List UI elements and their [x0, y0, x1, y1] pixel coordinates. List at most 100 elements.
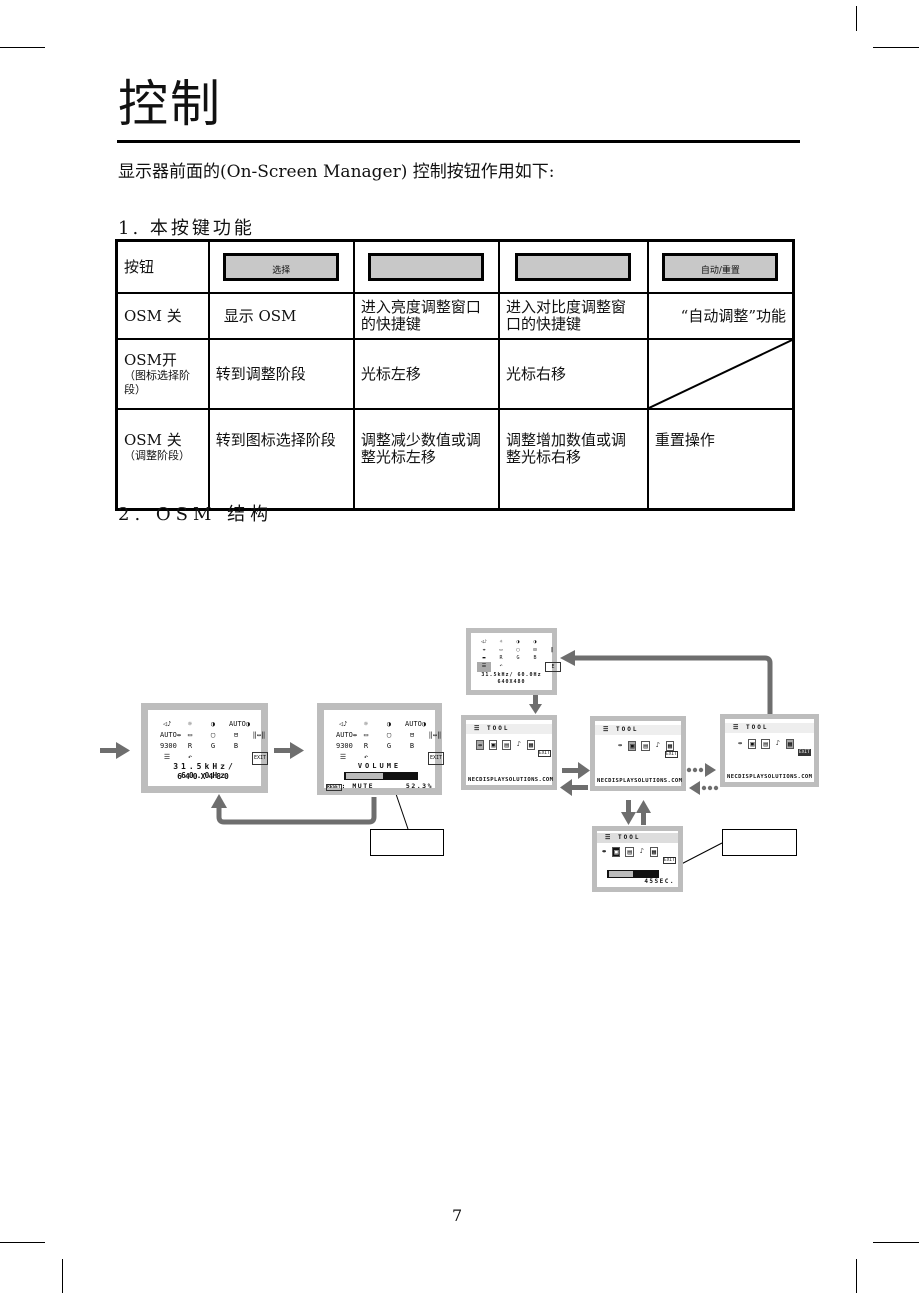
tool-title: TOOL: [616, 726, 639, 733]
tool-icon: ☰: [733, 724, 746, 731]
osm-timer-bar[interactable]: [607, 870, 659, 878]
crop-mark: [873, 47, 919, 48]
color-preset-icon: 9300: [336, 742, 353, 750]
tool-icon-row: ⇹▣▤♪▦: [476, 740, 536, 750]
table-cell: 光标右移: [497, 338, 649, 410]
button-auto-reset: 自动/重置: [662, 253, 779, 281]
callout-leader-1: [395, 793, 409, 830]
button-left: [368, 253, 485, 281]
table-cell: 进入亮度调整窗口的快捷键: [352, 292, 500, 340]
contrast-icon: ◑: [210, 720, 216, 728]
osm-timer-icon: ▣: [489, 740, 498, 750]
arrow-tool2-to-tool3-head: [705, 763, 716, 777]
callout-box-1: [370, 829, 444, 856]
color-preset-icon: 9300: [160, 742, 177, 750]
arrow-entry-head: [116, 742, 130, 759]
factory-preset-icon: ↶: [187, 753, 193, 761]
tool-icon: ☰: [474, 725, 487, 732]
fine-icon: ‖↔‖: [252, 731, 266, 739]
table-cell: “自动调整”功能: [646, 292, 795, 340]
row-sublabel: （调整阶段）: [124, 449, 190, 462]
frequency-readout: 31.5kHz/ 60.0Hz: [173, 762, 236, 780]
frequency-readout: 31.5kHz/ 60.0Hz: [481, 672, 542, 678]
callout-box-2: [722, 829, 797, 856]
website-url: NECDISPLAYSOLUTIONS.COM: [468, 777, 554, 783]
tool-icon: ☰: [163, 753, 171, 761]
volume-bar[interactable]: [344, 772, 418, 780]
arrow-tool3-to-entry: [574, 655, 773, 714]
auto-contrast-icon: AUTO◑: [405, 720, 427, 728]
info-icon: ▦: [665, 741, 675, 751]
volume-icon: ◁♪: [338, 720, 348, 728]
auto-adjust-icon: AUTO⇹: [336, 731, 358, 739]
arrow-tool2-to-tool1-head: [560, 779, 572, 796]
resolution-readout: 640X480: [177, 772, 232, 781]
info-icon: ▦: [526, 740, 536, 750]
crop-mark: [856, 6, 857, 31]
arrow-tool3-to-tool2-head: [689, 781, 700, 795]
table-row: OSM开 （图标选择阶段） 转到调整阶段 光标左移 光标右移: [115, 338, 795, 410]
table-cell-not-applicable: [646, 338, 795, 410]
osm-timer-icon: ▣: [628, 741, 637, 751]
arrow-entry-to-tool: [533, 695, 538, 705]
volume-title: VOLUME: [357, 762, 402, 770]
audio-icon: ♪: [639, 847, 644, 855]
table-cell: 重置操作: [646, 408, 795, 511]
crop-mark: [0, 1242, 45, 1243]
h-size-icon: ⊟: [233, 731, 239, 739]
section-2-heading: 2. OSM 结构: [118, 504, 274, 525]
fine-icon: ‖↔‖: [428, 731, 442, 739]
crop-mark: [62, 1259, 63, 1293]
row-label: OSM开: [124, 350, 177, 369]
osm-timer-bar-fill: [609, 871, 633, 877]
crop-mark: [856, 1259, 857, 1293]
down-up-icon: ▢: [210, 731, 216, 739]
intro-text: 显示器前面的(On-Screen Manager) 控制按钮作用如下:: [118, 162, 555, 182]
osm-lock-icon: ▤: [625, 847, 634, 857]
row-label: OSM 关: [124, 431, 182, 449]
arrow-timer-to-tool2: [641, 811, 646, 825]
table-cell: 调整减少数值或调整光标左移: [352, 408, 500, 511]
info-icon: ▦: [649, 847, 659, 857]
exit-icon: EXIT: [428, 752, 444, 765]
osm-tool-screen-3: ☰ TOOL ⇹▣▤♪▦ EXIT NECDISPLAYSOLUTIONS.CO…: [720, 714, 819, 787]
arrow-tool1-to-tool2: [562, 768, 580, 773]
red-icon: R: [187, 742, 193, 750]
osm-timer-screen: ☰ TOOL ⇹▣▤♪▦ EXIT 45SEC.: [592, 826, 683, 892]
tool-title: TOOL: [618, 834, 641, 841]
tool-icon: ☰: [603, 726, 616, 733]
exit-icon: EXIT: [252, 752, 268, 765]
title-rule: [117, 140, 800, 143]
osm-lock-icon: ▤: [761, 739, 770, 749]
tool-icon-row: ⇹▣▤♪▦: [737, 739, 795, 749]
audio-icon: ♪: [516, 740, 521, 748]
tool-title: TOOL: [746, 724, 769, 731]
audio-icon: ♪: [655, 741, 660, 749]
table-cell: 转到图标选择阶段: [207, 408, 355, 511]
table-cell: 转到调整阶段: [207, 338, 355, 410]
table-cell: 光标左移: [352, 338, 500, 410]
section-1-heading: 1. 本按键功能: [118, 218, 255, 239]
arrow-tool2-to-tool1: [570, 785, 588, 790]
website-url: NECDISPLAYSOLUTIONS.COM: [727, 774, 813, 780]
page-title: 控制: [118, 75, 222, 133]
exit-icon: EXIT: [538, 750, 551, 757]
exit-icon: EXIT: [665, 751, 678, 758]
arrow-volume-to-main-head: [211, 794, 227, 808]
table-row-buttons: 按钮 选择 自动/重置: [115, 239, 795, 294]
brightness-icon: ☼: [363, 720, 369, 728]
blue-icon: B: [233, 742, 239, 750]
arrow-tool2-to-timer: [626, 800, 631, 814]
down-up-icon: ▢: [386, 731, 392, 739]
auto-contrast-icon: AUTO◑: [229, 720, 251, 728]
tool-icon-row: ⇹▣▤♪▦: [617, 741, 675, 751]
crop-mark: [873, 1242, 919, 1243]
button-right: [515, 253, 632, 281]
reset-key-icon: RESET: [326, 784, 342, 791]
exit-icon: EXIT: [798, 749, 811, 756]
